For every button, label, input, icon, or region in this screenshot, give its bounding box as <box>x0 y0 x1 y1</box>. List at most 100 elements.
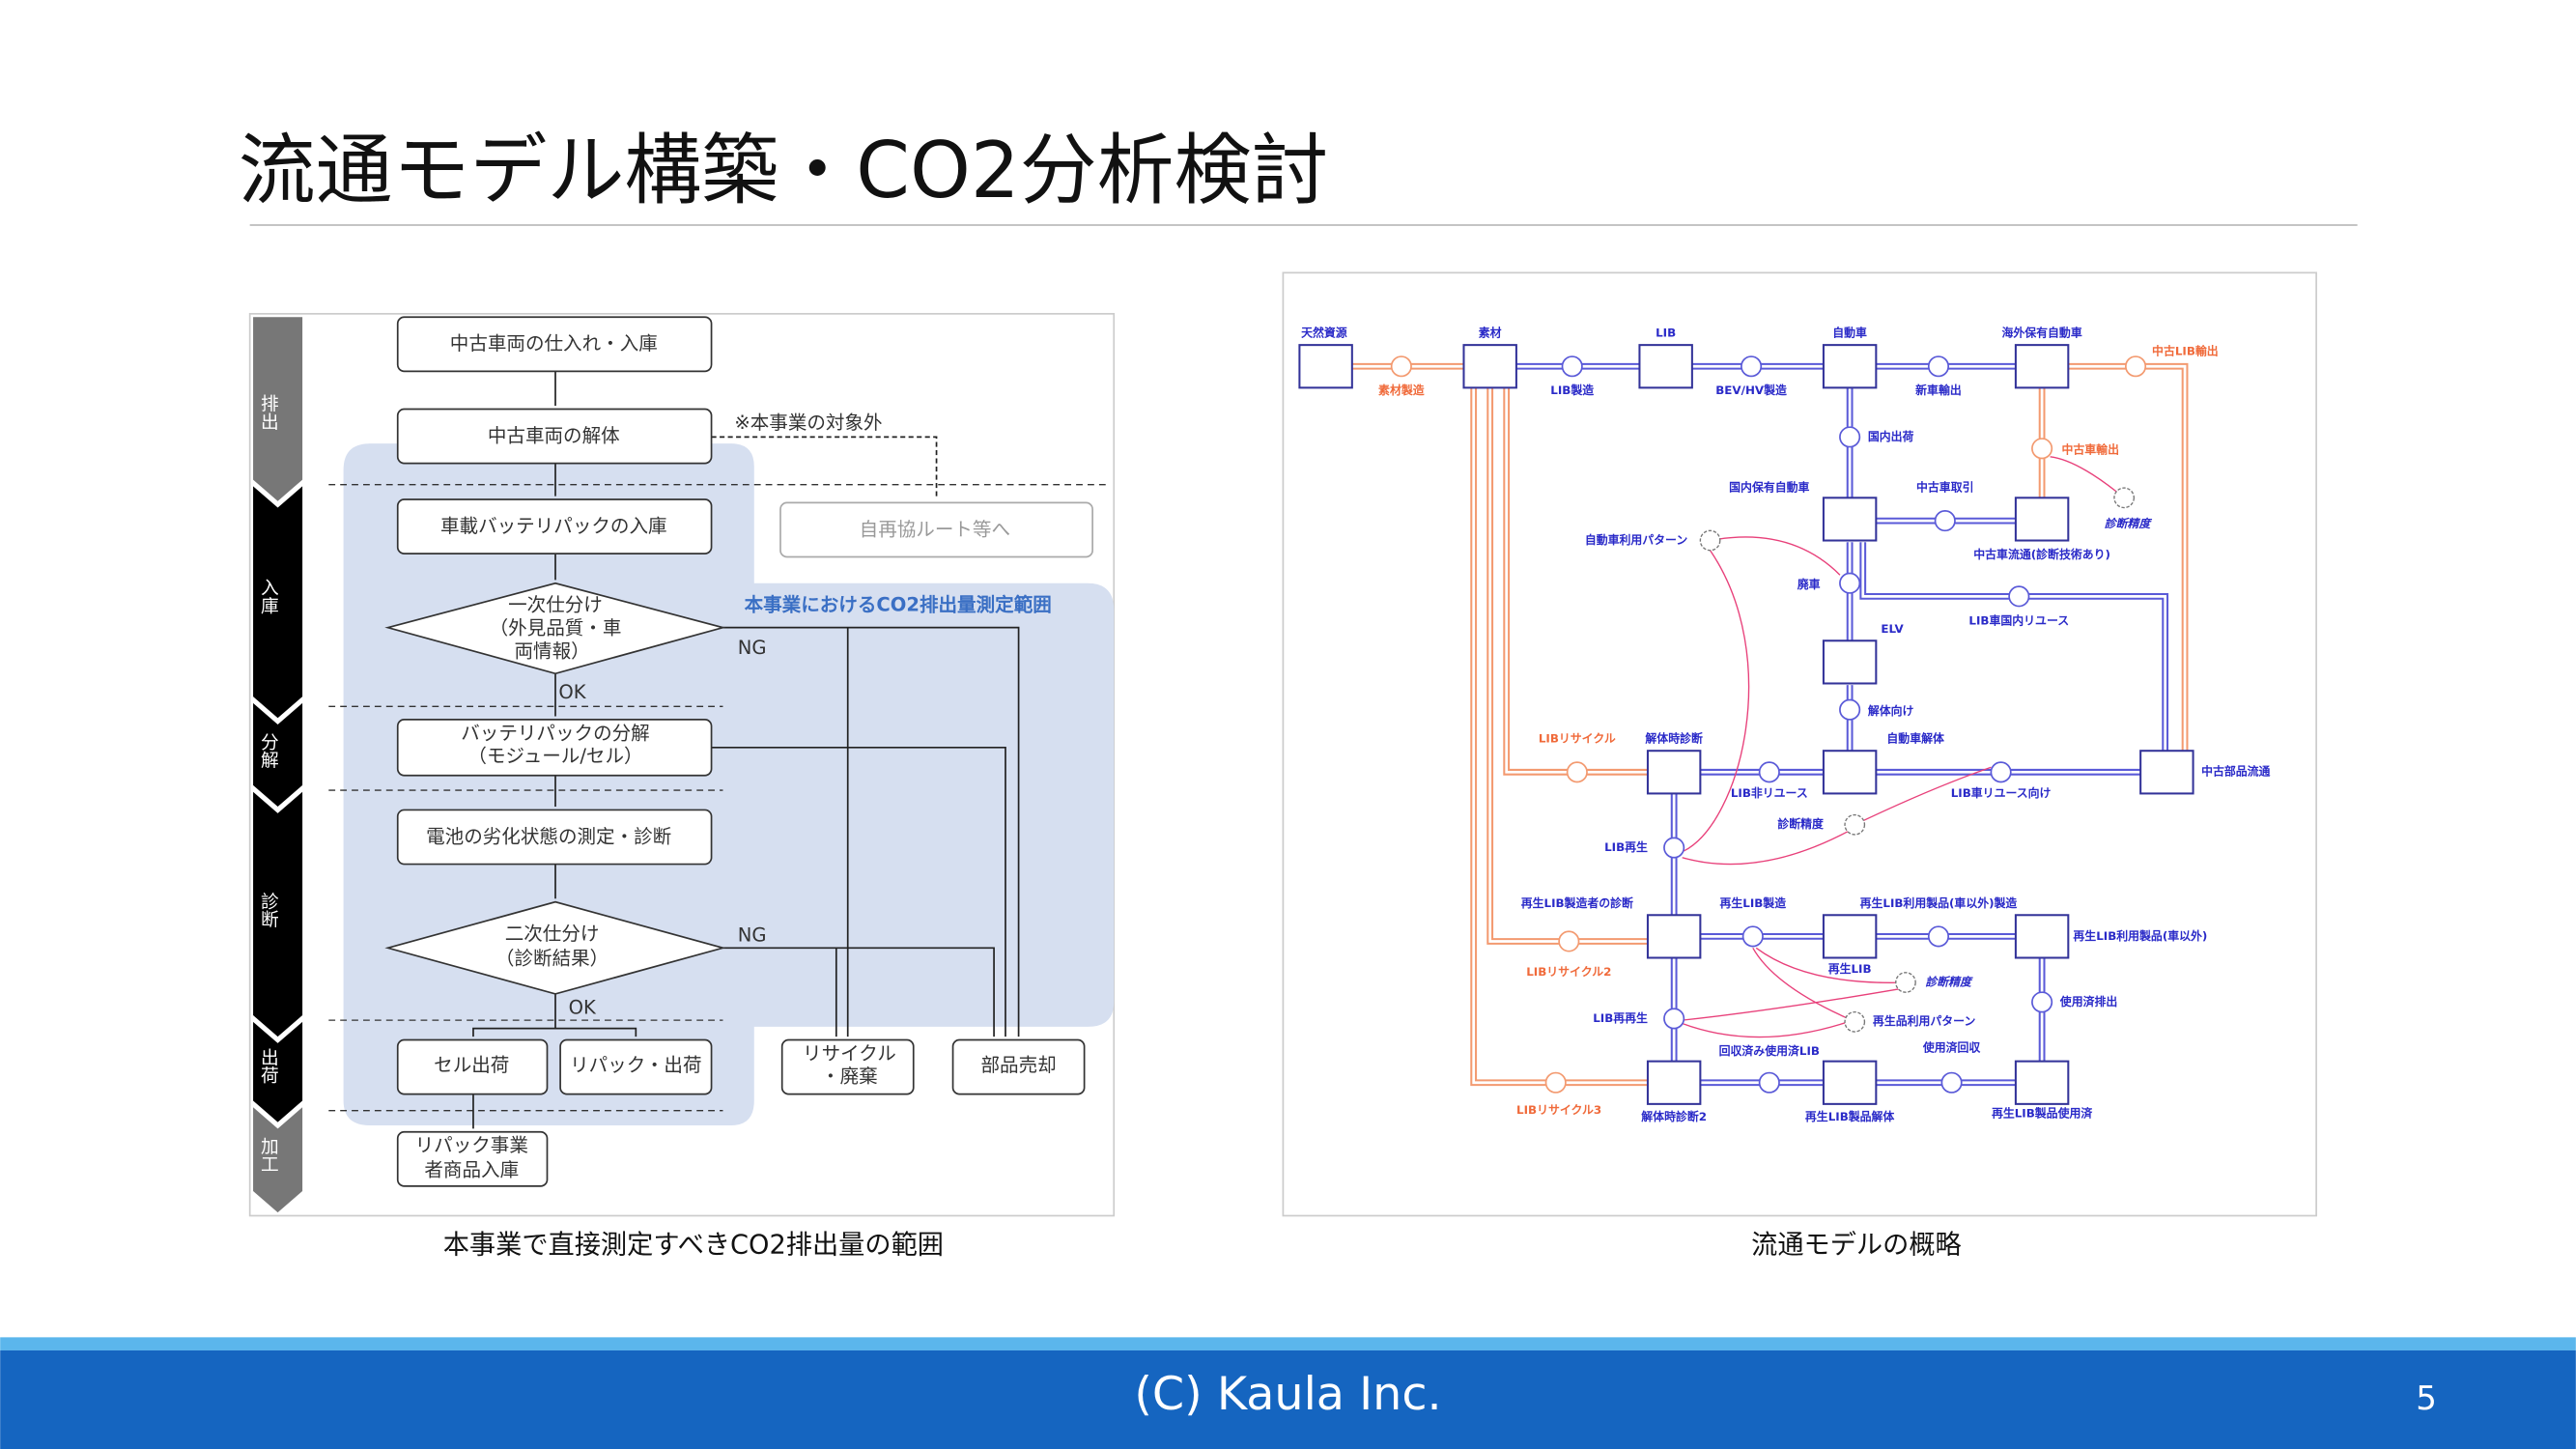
diagram-label: 国内保有自動車 <box>1729 481 1809 495</box>
valve-icon <box>2031 991 2053 1013</box>
diagram-label: LIBリサイクル <box>1539 732 1616 746</box>
stock-box <box>1822 1060 1878 1105</box>
diagram-label: ELV <box>1881 622 1904 636</box>
stock-box <box>2014 914 2070 959</box>
right-figure-frame <box>1282 271 2317 1217</box>
ok-label: OK <box>558 681 586 703</box>
diagram-label: 自動車 <box>1832 327 1867 340</box>
box-pack-disassembly <box>396 719 713 777</box>
diagram-label: LIBリサイクル3 <box>1516 1103 1601 1117</box>
box-pack-intake-label: 車載バッテリパックの入庫 <box>440 515 667 537</box>
box-purchase-label: 中古車両の仕入れ・入庫 <box>450 332 658 355</box>
diagram-label: 素材 <box>1479 327 1502 340</box>
auxiliary-variable-icon <box>1844 1010 1866 1033</box>
diagram-label: 国内出荷 <box>1868 430 1914 443</box>
diagram-label: 廃車 <box>1798 578 1821 591</box>
box-parts-sale-label: 部品売却 <box>980 1054 1056 1076</box>
diagram-label: 解体時診断2 <box>1641 1110 1707 1123</box>
phase-shukka <box>253 1021 303 1122</box>
auxiliary-variable-icon <box>1844 813 1866 836</box>
box-pack-disassembly-line2: （モジュール/セル） <box>467 745 642 767</box>
stock-box <box>2014 497 2070 542</box>
decision-first-line2: （外見品質・車 <box>490 616 622 639</box>
diagram-label: 天然資源 <box>1301 327 1347 340</box>
stock-box <box>1462 344 1517 389</box>
diagram-label: 新車輸出 <box>1915 384 1962 397</box>
phase-bar: 排出 入庫 分解 診断 出荷 加工 <box>253 317 303 1213</box>
diagram-label: 再生LIB製品使用済 <box>1992 1106 2092 1120</box>
valve-icon <box>1390 355 1412 378</box>
diagram-label: LIB車国内リユース <box>1968 613 2069 627</box>
diagram-label: LIB <box>1656 327 1676 340</box>
box-pack-intake <box>396 498 713 554</box>
valve-icon <box>2031 438 2053 460</box>
phase-label: 入庫 <box>258 579 278 614</box>
causal-link-arrow <box>1684 550 1750 852</box>
valve-icon <box>1544 1071 1567 1094</box>
valve-icon <box>1927 355 1950 378</box>
valve-icon <box>1663 837 1685 859</box>
box-recycle-line2: ・廃棄 <box>821 1065 878 1088</box>
diagram-label: 中古車取引 <box>1916 481 1973 495</box>
causal-link-arrow <box>1854 766 1992 826</box>
diagram-label: 再生LIB製造者の診断 <box>1521 896 1633 910</box>
box-dismantle-label: 中古車両の解体 <box>488 424 620 446</box>
decision-second-line2: （診断結果） <box>495 947 609 969</box>
causal-link-arrow <box>1710 536 1841 576</box>
flow-boxes: 中古車両の仕入れ・入庫 中古車両の解体 車載バッテリパックの入庫 一次仕分け （… <box>384 316 1093 1187</box>
phase-nyuko <box>253 486 303 719</box>
diagram-label: 再生LIB <box>1828 962 1872 976</box>
valve-icon <box>1561 355 1583 378</box>
phase-label: 加工 <box>258 1137 278 1173</box>
footer-accent <box>0 1337 2576 1350</box>
diagram-label: 使用済排出 <box>2059 995 2117 1009</box>
flow-pipe-inner <box>1488 387 1648 943</box>
box-cell-ship <box>396 1038 549 1095</box>
diagram-label: LIB非リユース <box>1731 786 1808 800</box>
stock-box <box>1646 914 1702 959</box>
box-parts-sale <box>951 1038 1086 1095</box>
valve-icon <box>1940 1071 1963 1094</box>
diagram-label: 診断精度 <box>1777 817 1824 831</box>
diagram-label: 診断精度 <box>2105 517 2153 530</box>
diagram-label: 解体時診断 <box>1645 732 1703 746</box>
diagram-label: LIB製造 <box>1550 384 1594 397</box>
diagram-label: 再生LIB利用製品(車以外) <box>2073 929 2207 943</box>
valve-icon <box>1758 761 1780 783</box>
decision-second <box>384 900 726 995</box>
stock-box <box>1822 914 1878 959</box>
valve-icon <box>1839 698 1861 721</box>
diagram-label: 診断精度 <box>1925 975 1973 988</box>
flow-pipe-inner <box>1505 387 1648 774</box>
diagram-label: 自動車利用パターン <box>1585 533 1688 547</box>
right-figure-caption: 流通モデルの概略 <box>1751 1231 1962 1261</box>
box-pack-disassembly-line1: バッテリパックの分解 <box>461 722 649 744</box>
box-repack-ship <box>559 1038 713 1095</box>
flow-pipe-inner <box>1472 387 1648 1085</box>
stock-box <box>1646 1060 1702 1105</box>
phase-shindan <box>253 791 303 1037</box>
box-measure-label: 電池の劣化状態の測定・診断 <box>426 825 671 847</box>
valve-icon <box>2124 355 2147 378</box>
ok-label: OK <box>569 996 597 1018</box>
valve-icon <box>2008 585 2030 608</box>
stock-box <box>1298 344 1353 389</box>
diagram-label: 再生LIB利用製品(車以外)製造 <box>1860 896 2018 910</box>
diagram-label: 中古車流通(診断技術あり) <box>1973 548 2110 561</box>
stock-box <box>1822 639 1878 685</box>
phase-haishutsu <box>253 317 303 501</box>
diagram-label: LIB再再生 <box>1593 1011 1648 1025</box>
footer-copyright: (C) Kaula Inc. <box>1134 1368 1441 1421</box>
diagram-label: 使用済回収 <box>1922 1040 1981 1054</box>
box-jisaikyo <box>779 501 1093 558</box>
footer-bar <box>0 1350 2576 1449</box>
causal-link-arrow <box>1682 830 1849 866</box>
decision-second-line1: 二次仕分け <box>505 923 600 945</box>
valve-icon <box>1741 925 1764 948</box>
flow-valves <box>1390 355 2147 1094</box>
stock-box <box>2014 1060 2070 1105</box>
slide-title: 流通モデル構築・CO2分析検討 <box>239 126 1329 215</box>
phase-label: 排出 <box>258 394 278 430</box>
